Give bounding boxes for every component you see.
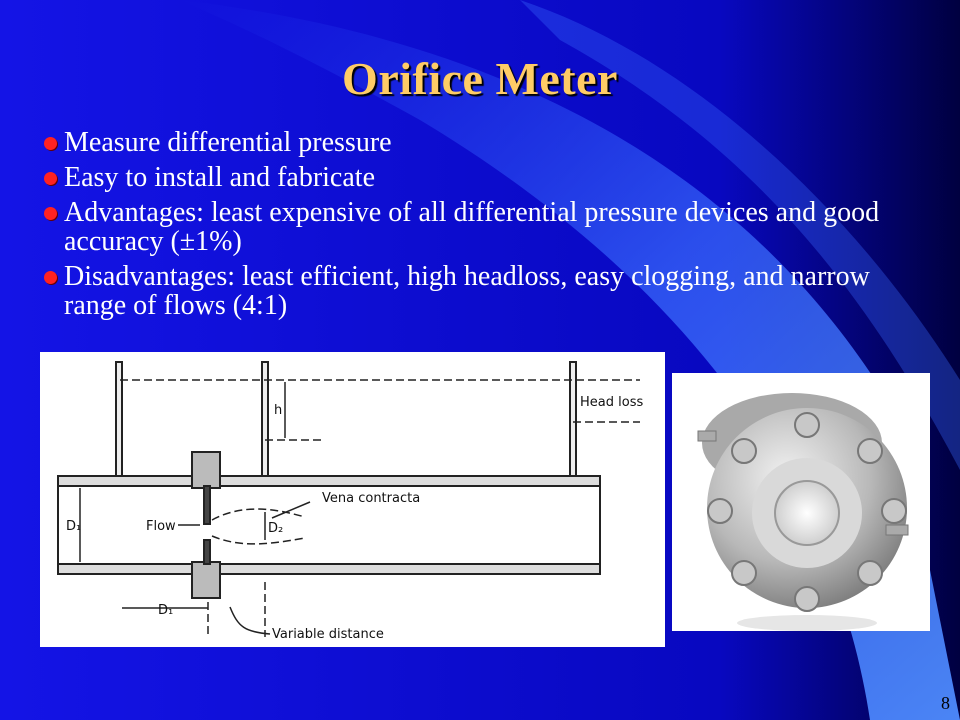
page-number: 8 [941,693,950,713]
flange-illustration-svg [697,393,909,631]
variable-distance-label: Variable distance [272,627,384,642]
bullet-text: Disadvantages: least efficient, high hea… [64,261,870,321]
bullet-dot-icon [44,137,57,150]
orifice-diagram-svg: Head loss h Vena contracta Flow D₁ D₂ D₁… [57,361,643,642]
bullet-item: Easy to install and fabricate [44,163,894,192]
bullet-item: Advantages: least expensive of all diffe… [44,198,894,256]
bullet-dot-icon [44,172,57,185]
orifice-diagram: Head loss h Vena contracta Flow D₁ D₂ D₁… [40,352,665,647]
d2-label: D₂ [268,521,283,536]
d1-label: D₁ [66,519,81,534]
bullet-text: Advantages: least expensive of all diffe… [64,197,880,257]
bullet-item: Disadvantages: least efficient, high hea… [44,262,894,320]
vena-contracta-label: Vena contracta [322,491,420,506]
h-label: h [274,403,282,418]
head-loss-label: Head loss [580,395,643,410]
bullet-text: Easy to install and fabricate [64,162,375,193]
bullet-item: Measure differential pressure [44,128,894,157]
flow-label: Flow [146,519,176,534]
d1-bottom-label: D₁ [158,603,173,618]
orifice-flange-photo [672,373,930,631]
slide-title: Orifice Meter [342,53,618,104]
bullet-text: Measure differential pressure [64,127,392,158]
bullet-dot-icon [44,207,57,220]
bullet-list: Measure differential pressure Easy to in… [44,128,894,326]
bullet-dot-icon [44,271,57,284]
